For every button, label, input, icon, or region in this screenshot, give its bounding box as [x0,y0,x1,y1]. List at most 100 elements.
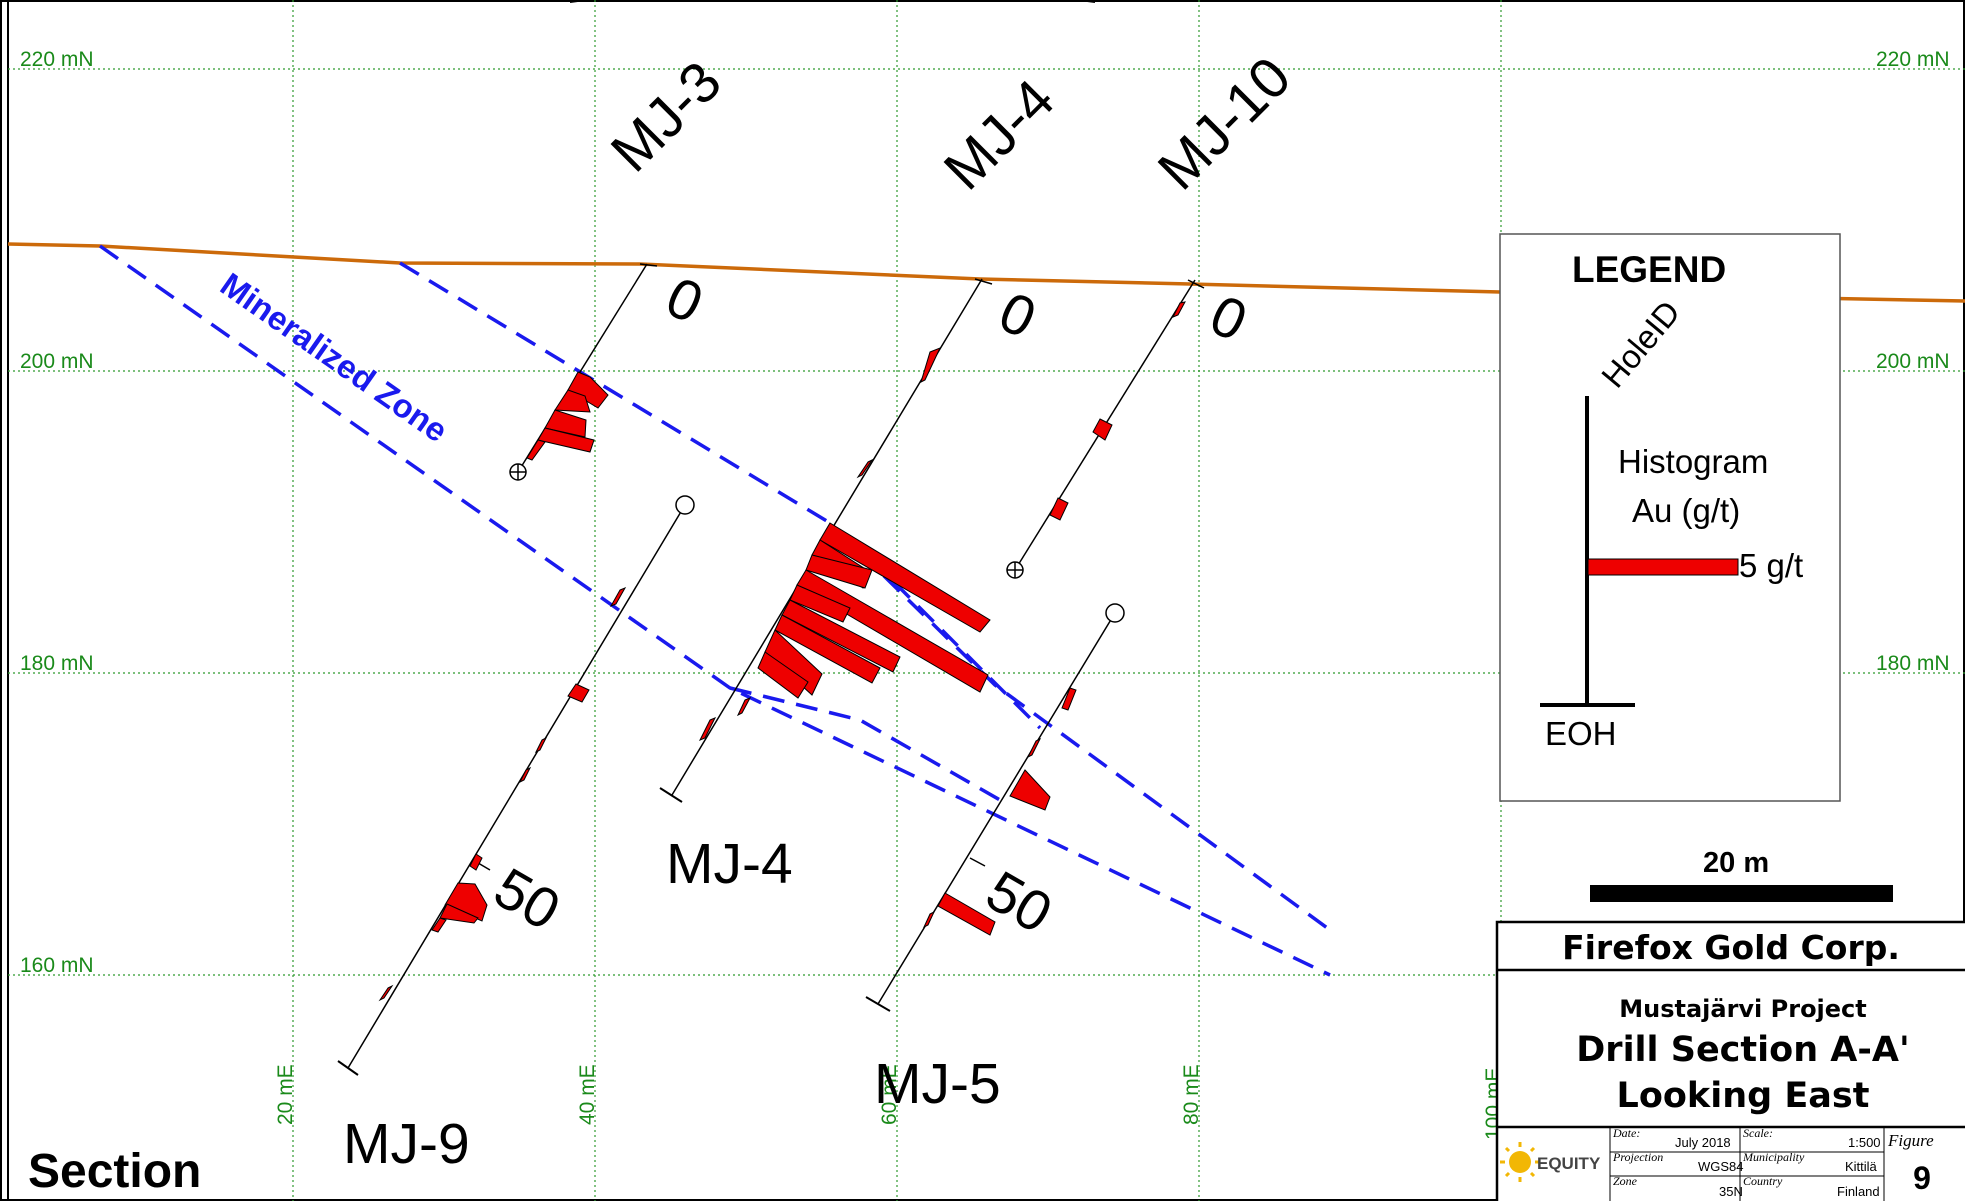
au-bar [554,389,591,413]
depth-tick-mj5 [969,857,986,867]
logo-text: EQUITY [1537,1154,1601,1173]
country-label: Country [1743,1174,1783,1188]
sun-rays-icon [1500,1142,1540,1182]
au-bar [920,347,941,383]
collar-tick-mj10 [1187,279,1205,289]
collar-symbol-mj9 [675,495,695,515]
au-bar [1009,769,1051,811]
legend-title: LEGEND [1572,249,1726,290]
hole-label-mj5: MJ-5 [874,1052,1001,1116]
au-bar [378,984,394,1002]
zone-info-value: 35N [1719,1184,1743,1199]
date-label: Date: [1612,1126,1640,1140]
au-bar [764,629,823,696]
section-caption: Section [28,1145,201,1198]
projection-value: WGS84 [1698,1159,1744,1174]
legend-histogram-line1: Histogram [1618,443,1768,480]
drawing-title-line1: Drill Section A-A' [1576,1030,1909,1070]
au-bar [922,910,936,929]
au-bar [1061,687,1077,711]
legend-histogram-bar [1587,558,1739,576]
zone-inner-boundary [729,686,1001,802]
au-bar [796,569,989,693]
au-bar [431,917,447,933]
au-bar [757,651,809,699]
hole-label-mj4-toe: MJ-4 [666,832,793,896]
au-bar [1049,497,1069,521]
equity-logo: EQUITY [1500,1142,1601,1182]
au-bar [534,736,548,754]
au-bar [1026,737,1042,759]
au-bar [805,554,873,589]
sun-ray [1529,1146,1536,1153]
zone-info-label: Zone [1613,1174,1638,1188]
scale-bar-label: 20 m [1703,847,1769,879]
eoh-tick-mj5 [865,996,891,1012]
au-bar [439,903,479,924]
au-histogram-bars [378,301,1186,1002]
northing-label-220-left: 220 mN [20,48,94,71]
sun-ray [1504,1146,1511,1153]
title-block: Firefox Gold Corp. Mustajärvi Project Dr… [1495,920,1965,1201]
scale-info-label: Scale: [1743,1126,1773,1140]
scale-bar: 20 m [1590,847,1893,902]
info-grid [1609,1127,1885,1201]
legend-histogram-line2: Au (g/t) [1632,492,1740,529]
title-block-frame [1495,920,1965,1201]
project-name: Mustajärvi Project [1619,995,1867,1023]
au-bar [537,427,595,453]
easting-label-80: 80 mE [1180,1064,1203,1125]
municipality-label: Municipality [1742,1150,1805,1164]
au-bar [609,587,627,607]
top-fragment [1074,0,1096,3]
top-fragment [569,0,591,3]
au-bar [444,882,488,922]
northing-label-200-left: 200 mN [20,350,94,373]
easting-label-40: 40 mE [576,1064,599,1125]
depth-label-mj9-50: 50 [484,856,571,943]
collar-symbol-mj5 [1105,603,1125,623]
zone-inner-boundary-2 [868,556,1042,730]
collar-tick-mj4 [974,278,993,285]
topography-line [7,242,1965,303]
country-value: Finland [1837,1184,1880,1199]
company-name: Firefox Gold Corp. [1562,928,1900,967]
depth-label-mj3-0: 0 [657,265,713,336]
legend-bar-value: 5 g/t [1739,547,1803,584]
northing-label-180-right: 180 mN [1876,652,1950,675]
easting-label-60: 60 mE [878,1064,901,1125]
au-bar [1092,418,1113,441]
au-bar [1171,301,1186,318]
projection-label: Projection [1612,1150,1663,1164]
eoh-tick-mj4 [659,787,683,803]
au-bar [937,892,996,936]
mineralized-zone-boundaries [98,244,1332,977]
au-bar [856,458,874,479]
au-bar [789,584,851,623]
depth-label-mj4-0: 0 [990,280,1046,351]
hole-trace-mj9 [347,504,686,1069]
au-bar [781,599,901,673]
sun-ray [1529,1171,1536,1178]
au-bar [567,371,609,409]
collar-symbols [509,463,1125,623]
hole-trace-mj5 [877,612,1116,1005]
mineralized-zone-label: Mineralized Zone [214,265,455,449]
hole-label-mj4: MJ-4 [932,67,1067,202]
zone-upper-boundary [399,261,1332,932]
au-bar [518,766,532,784]
depth-label-mj10-0: 0 [1201,283,1257,354]
figure-label: Figure [1887,1131,1934,1150]
northing-label-220-right: 220 mN [1876,48,1950,71]
northing-label-160-left: 160 mN [20,954,94,977]
legend-box: LEGEND HoleID Histogram Au (g/t) 5 g/t E… [1499,233,1841,802]
scale-info-value: 1:500 [1848,1135,1881,1150]
au-bar [567,683,590,703]
au-bar [819,522,991,633]
easting-label-20: 20 mE [274,1064,297,1125]
date-value: July 2018 [1675,1135,1731,1150]
au-bar [698,717,717,741]
legend-eoh-label: EOH [1545,715,1617,752]
